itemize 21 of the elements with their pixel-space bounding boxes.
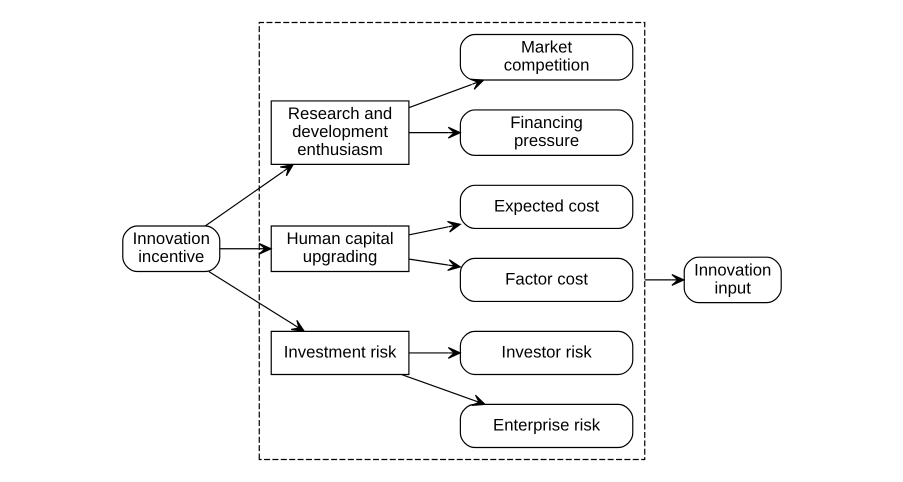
node-box: Enterprise risk	[459, 404, 633, 448]
node-box: Innovation input	[683, 256, 782, 304]
node-box: Investor risk	[459, 330, 633, 376]
arrow	[208, 271, 304, 332]
node-box: Expected cost	[459, 184, 633, 230]
node-box: Human capital upgrading	[270, 225, 409, 272]
arrow	[644, 274, 684, 286]
node-box: Factor cost	[459, 258, 633, 302]
arrow	[220, 242, 272, 255]
node-box: Financing pressure	[459, 109, 633, 156]
node-box: Innovation incentive	[122, 225, 220, 272]
arrow	[204, 164, 294, 226]
arrow	[408, 78, 484, 108]
arrow	[408, 126, 460, 139]
node-box: Research and development enthusiasm	[270, 100, 409, 165]
node-box: Market competition	[459, 34, 633, 81]
arrow	[401, 374, 486, 406]
arrow	[408, 258, 460, 272]
arrow	[408, 346, 460, 359]
arrow	[408, 220, 460, 236]
node-box: Investment risk	[270, 330, 409, 376]
